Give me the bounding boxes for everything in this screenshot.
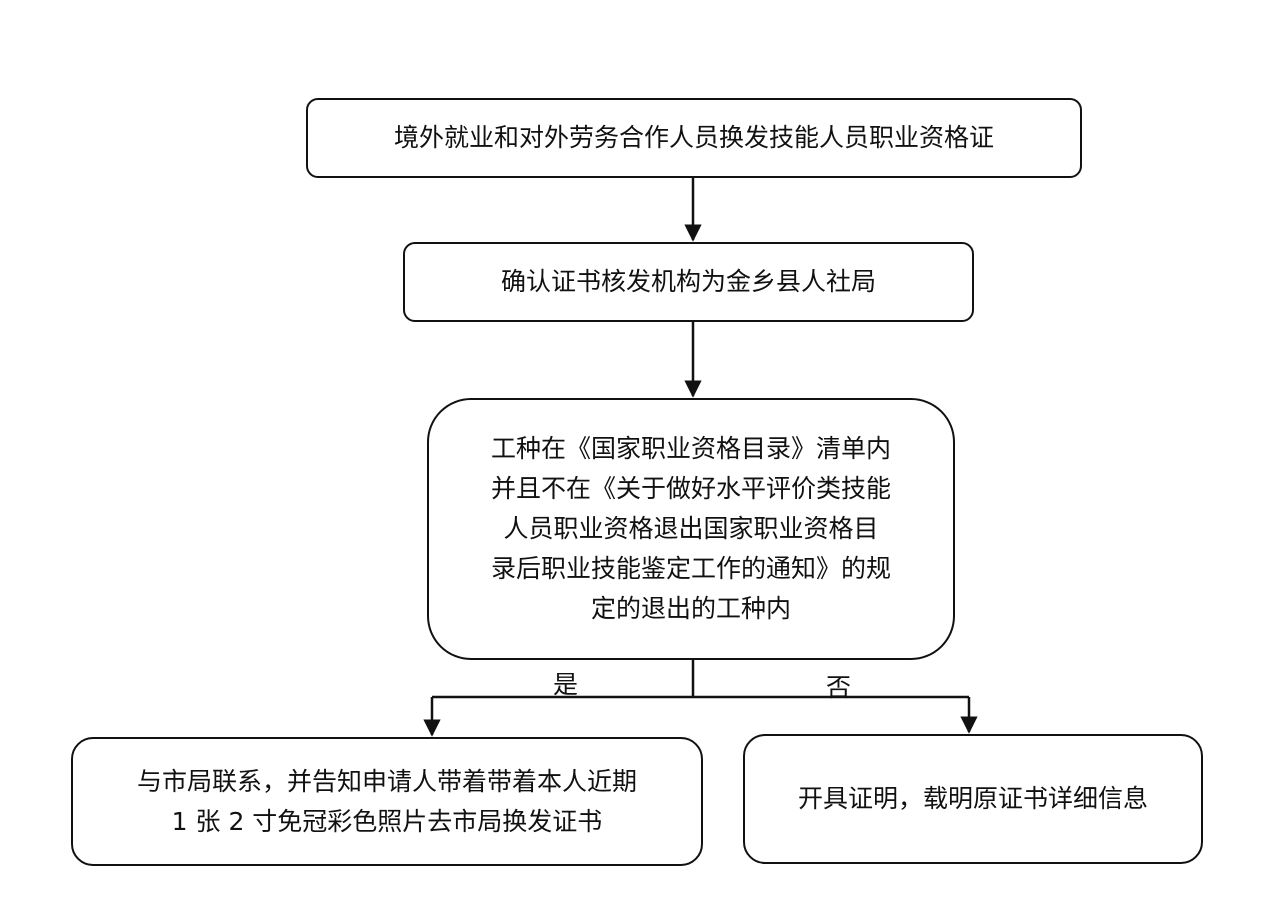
condition-text: 工种在《国家职业资格目录》清单内 并且不在《关于做好水平评价类技能 人员职业资格…: [490, 434, 891, 623]
confirm-process-text: 确认证书核发机构为金乡县人社局: [500, 267, 876, 296]
condition-box: 工种在《国家职业资格目录》清单内 并且不在《关于做好水平评价类技能 人员职业资格…: [427, 398, 955, 660]
start-process-text: 境外就业和对外劳务合作人员换发技能人员职业资格证: [393, 123, 994, 152]
no-outcome-text: 开具证明，载明原证书详细信息: [797, 784, 1148, 813]
start-process-box: 境外就业和对外劳务合作人员换发技能人员职业资格证: [306, 98, 1082, 178]
yes-outcome-text: 与市局联系，并告知申请人带着带着本人近期 1 张 2 寸免冠彩色照片去市局换发证…: [136, 766, 637, 836]
confirm-process-box: 确认证书核发机构为金乡县人社局: [403, 242, 974, 322]
no-branch-label: 否: [826, 673, 852, 702]
yes-outcome-box: 与市局联系，并告知申请人带着带着本人近期 1 张 2 寸免冠彩色照片去市局换发证…: [71, 737, 703, 866]
yes-branch-label: 是: [553, 670, 579, 699]
no-outcome-box: 开具证明，载明原证书详细信息: [743, 734, 1203, 864]
